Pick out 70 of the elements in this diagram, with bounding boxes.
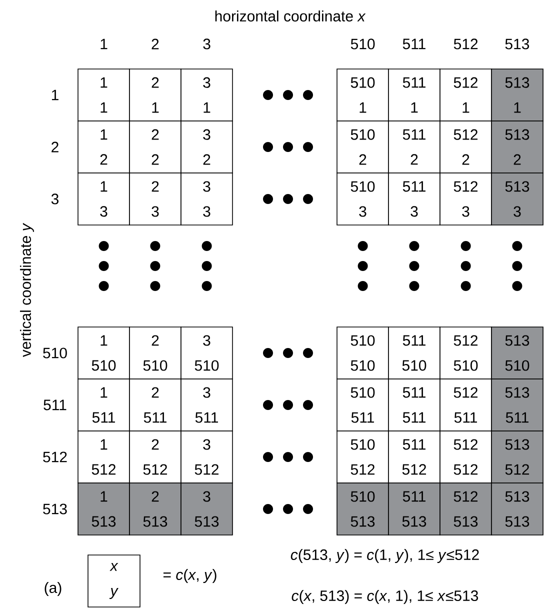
column-number: 1 xyxy=(100,38,108,50)
grid-cell: 513 513 xyxy=(491,482,544,536)
grid-cell: 513 2 xyxy=(491,120,544,174)
grid-cell: 3 3 xyxy=(180,172,233,226)
grid-cell: 1 510 xyxy=(78,326,130,380)
column-number: 512 xyxy=(454,38,478,50)
grid-cell: 512 512 xyxy=(440,430,492,484)
grid-cell: 513 3 xyxy=(491,172,544,226)
grid-cell: 511 511 xyxy=(388,378,440,432)
row-number: 510 xyxy=(43,348,67,358)
grid-cell: 2 2 xyxy=(129,120,182,174)
grid-cell: 511 1 xyxy=(388,68,440,122)
grid-cell: 510 3 xyxy=(336,172,389,226)
grid-cell: 510 512 xyxy=(336,430,389,484)
grid-cell: 512 511 xyxy=(440,378,492,432)
grid-cell: 3 2 xyxy=(180,120,233,174)
grid-cell: 1 512 xyxy=(78,430,130,484)
row-number: 2 xyxy=(52,142,58,152)
grid-cell: 1 1 xyxy=(78,68,130,122)
grid-cell: 511 513 xyxy=(388,482,440,536)
grid-cell: 511 510 xyxy=(388,326,440,380)
grid-cell: 2 511 xyxy=(129,378,182,432)
grid-cell: 512 1 xyxy=(440,68,492,122)
row-number: 511 xyxy=(44,400,66,410)
grid-cell: 511 512 xyxy=(388,430,440,484)
grid-cell: 3 513 xyxy=(180,482,233,536)
grid-cell: 511 3 xyxy=(388,172,440,226)
grid-cell: 513 510 xyxy=(491,326,544,380)
grid-cell: 510 511 xyxy=(336,378,389,432)
grid-cell: 3 511 xyxy=(180,378,233,432)
row-number: 3 xyxy=(51,194,59,204)
grid-cell: 2 3 xyxy=(129,172,182,226)
column-number: 511 xyxy=(402,38,426,50)
grid-cell: 3 512 xyxy=(180,430,233,484)
column-number: 2 xyxy=(152,38,159,50)
grid-cell: 3 1 xyxy=(180,68,233,122)
row-number: 1 xyxy=(52,90,58,100)
grid-cell: 1 513 xyxy=(78,482,130,536)
grid-cell: 510 1 xyxy=(336,68,389,122)
grid-cell: 512 3 xyxy=(440,172,492,226)
row-number: 512 xyxy=(43,452,67,462)
axis-title: vertical coordinate y xyxy=(20,222,34,358)
grid-cell: 1 3 xyxy=(78,172,130,226)
grid-cell: 511 2 xyxy=(388,120,440,174)
grid-cell: 1 511 xyxy=(78,378,130,432)
grid-cell: 510 2 xyxy=(336,120,389,174)
axis-title: horizontal coordinate x xyxy=(215,10,366,22)
grid-cell: 513 1 xyxy=(491,68,544,122)
definition-text: = c(x, y) xyxy=(163,569,216,583)
boundary-formula: c(513, y) = c(1, y), 1≤ y≤512 xyxy=(290,549,479,563)
boundary-formula: c(x, 513) = c(x, 1), 1≤ x≤513 xyxy=(292,590,478,604)
grid-cell: 2 512 xyxy=(129,430,182,484)
grid-cell: 513 511 xyxy=(491,378,544,432)
grid-cell: 2 510 xyxy=(129,326,182,380)
grid-cell: 513 512 xyxy=(491,430,544,484)
legend-cell: x y xyxy=(88,554,140,608)
grid-cell: 512 2 xyxy=(440,120,492,174)
column-number: 513 xyxy=(505,38,530,50)
grid-cell: 1 2 xyxy=(78,120,130,174)
column-number: 3 xyxy=(203,38,210,50)
grid-cell: 510 510 xyxy=(336,326,389,380)
row-number: 513 xyxy=(43,504,67,514)
grid-cell: 2 513 xyxy=(129,482,182,536)
grid-cell: 510 513 xyxy=(336,482,389,536)
grid-cell: 512 510 xyxy=(440,326,492,380)
panel-label: (a) xyxy=(44,582,62,596)
grid-cell: 3 510 xyxy=(180,326,233,380)
grid-cell: 2 1 xyxy=(129,68,182,122)
grid-cell: 512 513 xyxy=(440,482,492,536)
column-number: 510 xyxy=(350,38,375,50)
